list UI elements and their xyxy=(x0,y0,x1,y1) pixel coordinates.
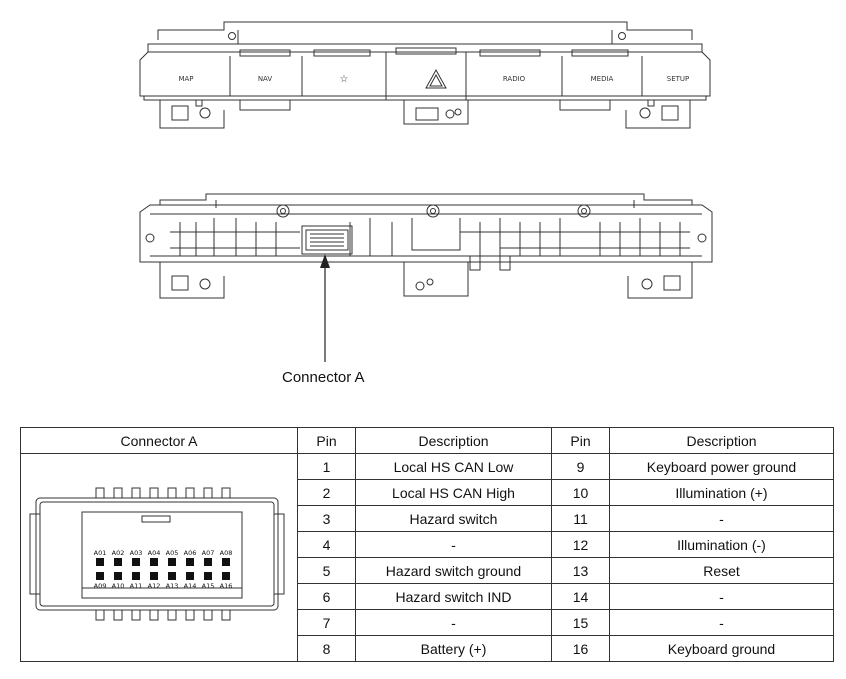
pin-label: A14 xyxy=(184,582,197,590)
pin-description: - xyxy=(609,609,834,636)
pin-description: Keyboard ground xyxy=(609,635,834,662)
panel-drawings: MAP NAV ☆ RADIO MEDIA SETUP xyxy=(139,21,713,362)
pin-number: 12 xyxy=(551,531,610,558)
connector-face-cell: A01 A02 A03 A04 A05 A06 A07 A08 xyxy=(20,453,298,662)
pin-label: A09 xyxy=(94,582,107,590)
pin-label: A03 xyxy=(130,549,143,557)
button-label-nav: NAV xyxy=(258,75,273,83)
table-row: 8 Battery (+) 16 Keyboard ground xyxy=(21,635,834,662)
pin-description: - xyxy=(355,531,552,558)
pin-description: Hazard switch ground xyxy=(355,557,552,584)
pin-label: A15 xyxy=(202,582,215,590)
table-header-row: Connector A Pin Description Pin Descript… xyxy=(20,427,834,454)
pin-number: 7 xyxy=(297,609,356,636)
header-description: Description xyxy=(355,427,552,454)
pin-description: Illumination (+) xyxy=(609,479,834,506)
pin-description: - xyxy=(355,609,552,636)
pin-label: A05 xyxy=(166,549,179,557)
pin-label: A04 xyxy=(148,549,161,557)
rear-panel-view xyxy=(139,193,713,299)
front-button-labels: MAP NAV ☆ RADIO MEDIA SETUP xyxy=(178,74,689,85)
header-connector: Connector A xyxy=(20,427,298,454)
pin-number: 9 xyxy=(551,453,610,480)
pin-description: Hazard switch xyxy=(355,505,552,532)
pin-number: 2 xyxy=(297,479,356,506)
connector-pins-top xyxy=(96,558,230,566)
pin-number: 14 xyxy=(551,583,610,610)
pin-table: Connector A Pin Description Pin Descript… xyxy=(20,427,834,662)
pin-description: - xyxy=(609,505,834,532)
table-row: 3 Hazard switch 11 - xyxy=(21,505,834,532)
pin-number: 10 xyxy=(551,479,610,506)
pin-number: 16 xyxy=(551,635,610,662)
pin-description: Keyboard power ground xyxy=(609,453,834,480)
pin-label: A16 xyxy=(220,582,233,590)
pin-number: 1 xyxy=(297,453,356,480)
pin-labels-top: A01 A02 A03 A04 A05 A06 A07 A08 xyxy=(94,549,233,557)
button-label-media: MEDIA xyxy=(591,75,614,83)
button-label-setup: SETUP xyxy=(667,75,690,83)
header-description: Description xyxy=(609,427,834,454)
pin-label: A08 xyxy=(220,549,233,557)
pin-description: Illumination (-) xyxy=(609,531,834,558)
front-panel-view xyxy=(139,21,711,129)
pin-labels-bottom: A09 A10 A11 A12 A13 A14 A15 A16 xyxy=(94,582,233,590)
pin-number: 3 xyxy=(297,505,356,532)
pin-label: A10 xyxy=(112,582,125,590)
pin-label: A13 xyxy=(166,582,179,590)
table-row: 6 Hazard switch IND 14 - xyxy=(21,583,834,610)
connector-callout-leader xyxy=(320,254,330,362)
connector-pins-bottom xyxy=(96,572,230,580)
connector-a-callout: Connector A xyxy=(282,369,365,386)
pin-label: A11 xyxy=(130,582,143,590)
table-row: 4 - 12 Illumination (-) xyxy=(21,531,834,558)
connector-face-diagram: A01 A02 A03 A04 A05 A06 A07 A08 xyxy=(29,487,285,621)
pin-description: Reset xyxy=(609,557,834,584)
header-pin: Pin xyxy=(551,427,610,454)
pin-description: Hazard switch IND xyxy=(355,583,552,610)
pin-description: Local HS CAN Low xyxy=(355,453,552,480)
pin-number: 15 xyxy=(551,609,610,636)
pin-number: 8 xyxy=(297,635,356,662)
pin-description: Local HS CAN High xyxy=(355,479,552,506)
pin-number: 11 xyxy=(551,505,610,532)
pin-description: - xyxy=(609,583,834,610)
pin-label: A07 xyxy=(202,549,215,557)
table-row: A01 A02 A03 A04 A05 A06 A07 A08 xyxy=(20,453,834,662)
pin-label: A02 xyxy=(112,549,125,557)
button-label-favorite: ☆ xyxy=(340,74,349,85)
pin-label: A01 xyxy=(94,549,107,557)
pin-number: 6 xyxy=(297,583,356,610)
pin-label: A12 xyxy=(148,582,161,590)
pin-number: 5 xyxy=(297,557,356,584)
header-pin: Pin xyxy=(297,427,356,454)
pin-label: A06 xyxy=(184,549,197,557)
button-label-radio: RADIO xyxy=(503,75,526,83)
pin-description: Battery (+) xyxy=(355,635,552,662)
pin-number: 4 xyxy=(297,531,356,558)
button-label-map: MAP xyxy=(178,75,193,83)
pin-number: 13 xyxy=(551,557,610,584)
